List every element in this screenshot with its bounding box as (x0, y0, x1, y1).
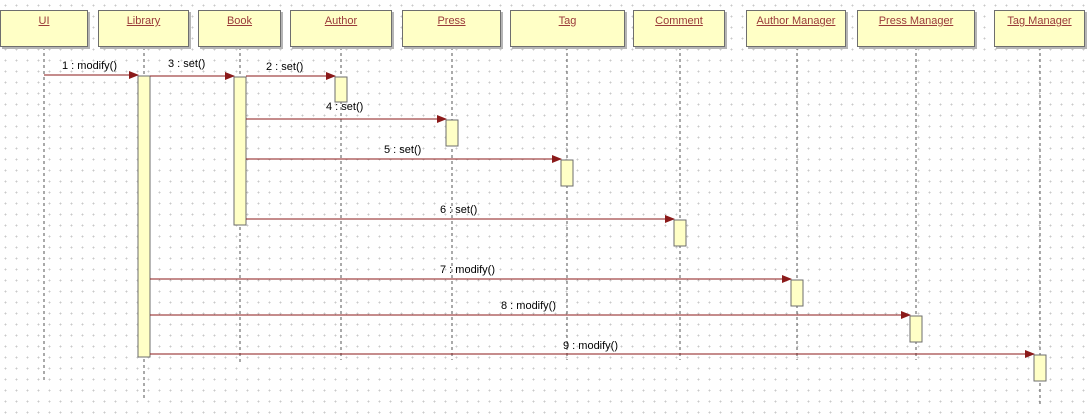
object-author-label: Author (324, 15, 358, 27)
object-tag-manager-label: Tag Manager (1007, 15, 1072, 27)
object-library[interactable]: Library (98, 10, 189, 47)
activation-bar-press-manager (909, 315, 923, 343)
object-press-label: Press (437, 15, 466, 27)
message-label-9: 9 : modify() (563, 340, 618, 352)
activation-bar-library (137, 75, 151, 358)
object-ui[interactable]: UI (0, 10, 88, 47)
message-label-2: 3 : set() (168, 58, 205, 70)
activation-bar-author (334, 76, 348, 103)
activation-bar-tag (560, 159, 574, 187)
object-library-label: Library (126, 15, 161, 27)
object-author-manager[interactable]: Author Manager (746, 10, 846, 47)
message-label-6: 6 : set() (440, 204, 477, 216)
object-author-manager-label: Author Manager (756, 15, 836, 27)
message-label-5: 5 : set() (384, 144, 421, 156)
message-label-3: 2 : set() (266, 61, 303, 73)
activation-bar-author-manager (790, 279, 804, 307)
message-label-1: 1 : modify() (62, 60, 117, 72)
object-ui-label: UI (38, 15, 50, 27)
activation-bar-press (445, 119, 459, 147)
object-book-label: Book (226, 15, 253, 27)
object-press-manager[interactable]: Press Manager (857, 10, 975, 47)
object-tag[interactable]: Tag (510, 10, 625, 47)
object-press-manager-label: Press Manager (878, 15, 954, 27)
object-comment-label: Comment (655, 15, 703, 27)
activation-bar-book (233, 76, 247, 226)
message-label-7: 7 : modify() (440, 264, 495, 276)
activation-bar-tag-manager (1033, 354, 1047, 382)
activation-bar-comment (673, 219, 687, 247)
object-tag-manager[interactable]: Tag Manager (994, 10, 1085, 47)
object-book[interactable]: Book (198, 10, 281, 47)
object-author[interactable]: Author (290, 10, 392, 47)
message-label-4: 4 : set() (326, 101, 363, 113)
object-comment[interactable]: Comment (633, 10, 725, 47)
object-tag-label: Tag (558, 15, 577, 27)
message-label-8: 8 : modify() (501, 300, 556, 312)
object-press[interactable]: Press (402, 10, 501, 47)
